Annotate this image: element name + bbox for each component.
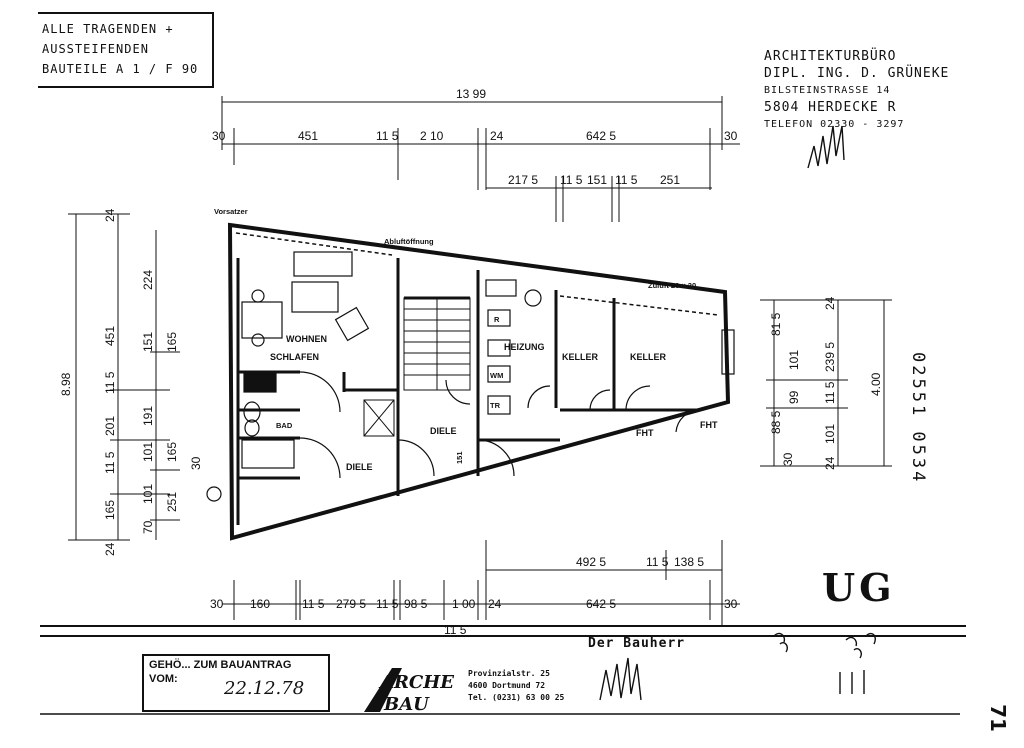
dim-left-inner-1: 165 bbox=[165, 332, 179, 352]
architect-line-1: ARCHITEKTURBÜRO bbox=[764, 49, 897, 64]
dim-top-2: 451 bbox=[298, 129, 318, 143]
architect-line-2: DIPL. ING. D. GRÜNEKE bbox=[764, 66, 950, 81]
dim-bottom2-8: 24 bbox=[488, 597, 502, 611]
page-number: 71 bbox=[985, 704, 1010, 732]
firm-line-2: 4600 Dortmund 72 bbox=[468, 681, 546, 690]
dim-left-mid-2: 151 bbox=[141, 332, 155, 352]
dim-top2-1: 217 5 bbox=[508, 173, 538, 187]
dim-top-7: 30 bbox=[724, 129, 738, 143]
dim-left-mid-6: 70 bbox=[141, 520, 155, 534]
bauherr-label: Der Bauherr bbox=[588, 636, 686, 651]
note-line-1: ALLE TRAGENDEN + bbox=[42, 22, 174, 36]
dim-top-4: 2 10 bbox=[420, 129, 444, 143]
annotation-vorsatz: Vorsatzer bbox=[214, 207, 248, 216]
dim-left-inner-3: 251 bbox=[165, 492, 179, 512]
dim-right-1: 81 5 bbox=[769, 312, 783, 336]
floor-label: UG bbox=[822, 565, 896, 610]
dim-bottom2-9: 642 5 bbox=[586, 597, 616, 611]
dim-right-8: 11 5 bbox=[823, 381, 837, 404]
dim-top-6: 642 5 bbox=[586, 129, 616, 143]
room-heizung: HEIZUNG bbox=[504, 342, 545, 352]
room-diele-1: DIELE bbox=[346, 462, 373, 472]
dim-bottom2-10: 30 bbox=[724, 597, 738, 611]
dim-left-outer-6: 165 bbox=[103, 500, 117, 520]
dim-left-outer-2: 451 bbox=[103, 326, 117, 346]
dim-top2-5: 251 bbox=[660, 173, 680, 187]
dim-bottom2-7: 1 00 bbox=[452, 597, 476, 611]
dim-right-7: 239 5 bbox=[823, 342, 837, 372]
dim-right-3: 99 bbox=[787, 390, 801, 404]
application-stamp: GEHÖ... ZUM BAUANTRAG VOM: 22.12.78 bbox=[142, 654, 330, 712]
architect-line-4: 5804 HERDECKE R bbox=[764, 100, 897, 115]
dim-right-total: 4.00 bbox=[869, 372, 883, 396]
dim-bottom2-4: 279 5 bbox=[336, 597, 366, 611]
dim-left-outer-5: 11 5 bbox=[103, 451, 117, 474]
dim-total-width: 13 99 bbox=[456, 87, 486, 101]
firm-line-1: Provinzialstr. 25 bbox=[468, 669, 550, 678]
room-schlafen: SCHLAFEN bbox=[270, 352, 319, 362]
dim-right-10: 24 bbox=[823, 456, 837, 470]
stamp-line-1: GEHÖ... ZUM BAUANTRAG bbox=[149, 659, 292, 671]
dim-right-4: 88 5 bbox=[769, 410, 783, 434]
dim-bottom2-1: 30 bbox=[210, 597, 224, 611]
room-diele-2: DIELE bbox=[430, 426, 457, 436]
dim-left-mid-5: 101 bbox=[141, 484, 155, 504]
dim-top2-3: 151 bbox=[587, 173, 607, 187]
room-keller-2: KELLER bbox=[630, 352, 667, 362]
dim-left-outer-7: 24 bbox=[103, 542, 117, 556]
annotation-zuluft: Zuluft 20 × 20 bbox=[648, 281, 696, 290]
dim-bottom2-6: 98 5 bbox=[404, 597, 428, 611]
room-r: R bbox=[494, 315, 500, 324]
architect-line-3: BILSTEINSTRASSE 14 bbox=[764, 85, 891, 96]
dim-right-6: 24 bbox=[823, 296, 837, 310]
dim-left-mid-3: 191 bbox=[141, 406, 155, 426]
fire-rating-note: ALLE TRAGENDEN + AUSSTEIFENDEN BAUTEILE … bbox=[38, 12, 214, 88]
dim-top-1: 30 bbox=[212, 129, 226, 143]
plan-code: 02551 0534 bbox=[908, 352, 928, 485]
room-wohnen: WOHNEN bbox=[286, 334, 327, 344]
dim-top-5: 24 bbox=[490, 129, 504, 143]
stamp-date: 22.12.78 bbox=[224, 678, 305, 699]
dim-top2-2: 11 5 bbox=[560, 173, 583, 187]
note-line-2: AUSSTEIFENDEN bbox=[42, 42, 149, 56]
room-bad: BAD bbox=[276, 421, 293, 430]
dim-bottom1-2: 11 5 bbox=[646, 555, 669, 569]
dim-right-9: 101 bbox=[823, 424, 837, 444]
dim-left-inner-2: 165 bbox=[165, 442, 179, 462]
dim-left-mid-4: 101 bbox=[141, 442, 155, 462]
svg-text:ARCHE: ARCHE bbox=[378, 672, 454, 693]
annotation-abluft: Abluftöffnung bbox=[384, 237, 434, 246]
annotation-dim-151: 151 bbox=[455, 451, 464, 464]
firm-line-3: Tel. (0231) 63 00 25 bbox=[468, 693, 565, 702]
dim-left-mid-1: 224 bbox=[141, 270, 155, 290]
room-fht-2: FHT bbox=[700, 420, 718, 430]
svg-text:BAU: BAU bbox=[383, 694, 430, 715]
dim-top2-4: 11 5 bbox=[615, 173, 638, 187]
dim-right-2: 101 bbox=[787, 350, 801, 370]
room-wm: WM bbox=[490, 371, 503, 380]
dim-left-inner-4: 30 bbox=[189, 456, 203, 470]
dim-bottom1-3: 138 5 bbox=[674, 555, 704, 569]
stamp-line-2: VOM: bbox=[149, 673, 178, 685]
room-fht-1: FHT bbox=[636, 428, 654, 438]
dim-left-outer-4: 201 bbox=[103, 416, 117, 436]
dim-bottom2-2: 160 bbox=[250, 597, 270, 611]
dim-total-depth: 8.98 bbox=[59, 372, 73, 396]
note-line-3: BAUTEILE A 1 / F 90 bbox=[42, 62, 199, 76]
room-tr: TR bbox=[490, 401, 501, 410]
dim-top-3: 11 5 bbox=[376, 129, 399, 143]
architect-line-5: TELEFON 02330 - 3297 bbox=[764, 119, 905, 130]
dim-left-outer-3: 11 5 bbox=[103, 371, 117, 394]
dim-bottom1-1: 492 5 bbox=[576, 555, 606, 569]
firm-address: Provinzialstr. 25 4600 Dortmund 72 Tel. … bbox=[468, 668, 564, 704]
architect-header: ARCHITEKTURBÜRO DIPL. ING. D. GRÜNEKE BI… bbox=[764, 48, 949, 133]
dim-left-outer-1: 24 bbox=[103, 208, 117, 222]
dim-bottom2-3: 11 5 bbox=[302, 597, 325, 611]
room-keller-1: KELLER bbox=[562, 352, 599, 362]
firm-logo: ARCHE BAU bbox=[364, 668, 454, 715]
dim-right-5: 30 bbox=[781, 452, 795, 466]
dim-bottom2-5: 11 5 bbox=[376, 597, 399, 611]
